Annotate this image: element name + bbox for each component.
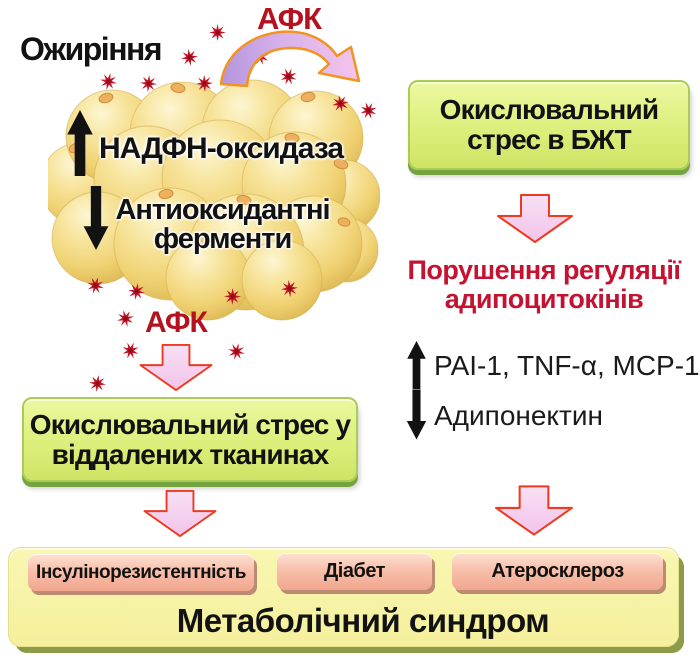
up-arrow-icon bbox=[407, 341, 426, 389]
outcome-diabetes-box: Діабет bbox=[277, 553, 432, 590]
ros-star-icon bbox=[226, 341, 247, 362]
curved-arrow-icon bbox=[219, 30, 361, 88]
dysregulation-line2: адипоцитокінів bbox=[444, 283, 644, 314]
up-arrow-icon bbox=[67, 110, 93, 176]
ros-star-icon bbox=[178, 46, 202, 70]
metabolic-syndrome-label: Метаболічний синдром bbox=[176, 602, 550, 639]
remote-tissues-stress-box: Окислювальний стрес у віддалених тканина… bbox=[22, 397, 358, 482]
ros-star-icon bbox=[86, 372, 110, 396]
ros-mid-label: АФК bbox=[145, 306, 208, 339]
adiponectin-label: Адипонектин bbox=[434, 400, 603, 431]
obesity-label: Ожиріння bbox=[20, 31, 163, 67]
ros-top-label: АФК bbox=[257, 1, 322, 36]
pink-down-arrow-icon bbox=[497, 194, 573, 243]
wat-stress-line1: Окислювальний bbox=[439, 94, 659, 126]
outcome-atherosclerosis-box: Атеросклероз bbox=[452, 553, 663, 590]
fat-cell-cluster-illustration bbox=[48, 79, 380, 321]
antioxidant-line1: Антиоксидантні bbox=[115, 194, 330, 226]
antioxidant-line2: ферменти bbox=[153, 223, 293, 255]
increased-adipokines-label: PAI-1, TNF-α, MCP-1 bbox=[434, 350, 700, 381]
remote-stress-line2: віддалених тканинах bbox=[51, 438, 330, 470]
pink-down-arrow-icon bbox=[139, 344, 213, 392]
pink-down-arrow-icon bbox=[143, 490, 217, 538]
dysregulation-line1: Порушення регуляції bbox=[407, 255, 681, 285]
down-arrow-icon bbox=[406, 389, 427, 440]
outcome-insulin-resistance-box: Інсулінорезистентність bbox=[28, 554, 254, 591]
remote-stress-line1: Окислювальний стрес у bbox=[29, 408, 351, 440]
antioxidant-enzymes-label: Антиоксидантні ферменти bbox=[105, 196, 340, 254]
pink-down-arrow-icon bbox=[495, 485, 573, 536]
down-arrow-icon bbox=[83, 186, 109, 250]
nadph-oxidase-label: НАДФН-оксидаза bbox=[99, 132, 344, 165]
wat-stress-box: Окислювальний стрес в БЖТ bbox=[408, 80, 690, 170]
adipocytokine-dysregulation-label: Порушення регуляції адипоцитокінів bbox=[392, 256, 696, 313]
wat-stress-line2: стрес в БЖТ bbox=[467, 124, 631, 155]
